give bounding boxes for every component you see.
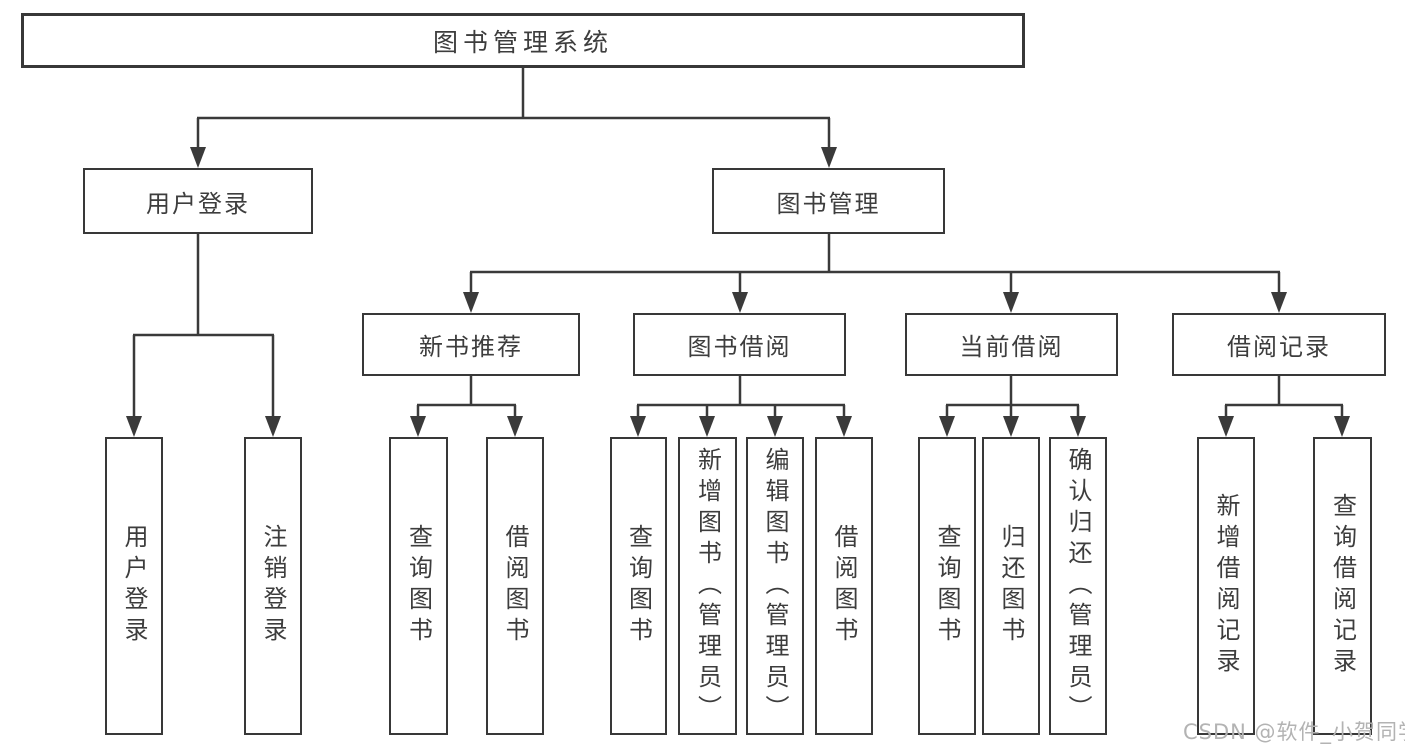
leaf-query-borrow-record: 查询借阅记录 [1313,437,1372,735]
leaf-borrow-book: 借阅图书 [815,437,873,735]
leaf-return-book: 归还图书 [982,437,1040,735]
leaf-borrow-book-recommend: 借阅图书 [486,437,544,735]
leaf-add-book-admin: 新增图书（管理员） [678,437,737,735]
leaf-query-book-recommend: 查询图书 [389,437,448,735]
leaf-edit-book-admin: 编辑图书（管理员） [746,437,804,735]
node-current-borrow: 当前借阅 [905,313,1118,376]
leaf-logout-login: 注销登录 [244,437,302,735]
node-user-login: 用户登录 [83,168,313,234]
node-new-book-recommend: 新书推荐 [362,313,580,376]
node-borrow-records: 借阅记录 [1172,313,1386,376]
leaf-add-borrow-record: 新增借阅记录 [1197,437,1255,735]
csdn-watermark: CSDN @软件_小贺同学 [1183,720,1405,744]
leaf-confirm-return-admin: 确认归还（管理员） [1049,437,1107,735]
node-library-management-system: 图书管理系统 [21,13,1025,68]
leaf-user-login: 用户登录 [105,437,163,735]
leaf-query-book-borrow: 查询图书 [610,437,667,735]
leaf-query-book-current: 查询图书 [918,437,976,735]
node-book-management: 图书管理 [712,168,945,234]
node-book-borrow: 图书借阅 [633,313,846,376]
